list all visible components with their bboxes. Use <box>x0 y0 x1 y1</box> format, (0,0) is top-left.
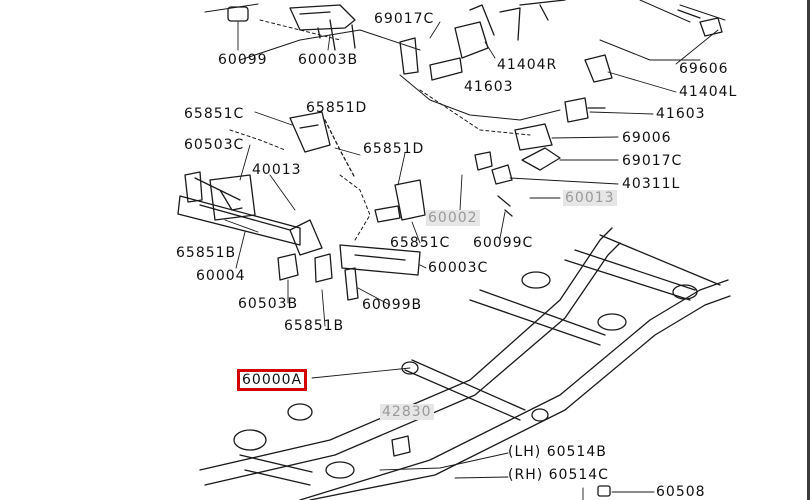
label-65851b-a[interactable]: 65851B <box>176 245 237 261</box>
frame-right-rail <box>299 279 729 500</box>
label-41603-right[interactable]: 41603 <box>656 106 706 122</box>
right-edge-border <box>807 0 810 500</box>
part-69017c-right-shape <box>521 147 561 171</box>
part-60503c-shape <box>194 177 243 211</box>
label-40311l[interactable]: 40311L <box>622 176 681 192</box>
part-65851c-a-shape <box>289 111 331 153</box>
part-60508-shape <box>597 485 611 497</box>
frame-crossmember-mid <box>404 359 526 421</box>
label-60013[interactable]: 60013 <box>563 190 617 206</box>
label-41404r[interactable]: 41404R <box>497 57 558 73</box>
label-69006[interactable]: 69006 <box>622 130 672 146</box>
part-41603-right-shape <box>564 97 606 123</box>
part-69006-shape <box>514 123 553 151</box>
label-60000a-highlighted[interactable]: 60000A <box>237 369 308 391</box>
part-65851d-a-shape <box>324 119 356 179</box>
frame-crossmember-rear <box>239 454 313 486</box>
label-60503b[interactable]: 60503B <box>238 296 299 312</box>
label-60503c[interactable]: 60503C <box>184 137 245 153</box>
label-41603-top[interactable]: 41603 <box>464 79 514 95</box>
part-41404l-shape <box>584 54 613 83</box>
part-60503b-shape <box>277 253 299 281</box>
part-60003c-shape <box>339 244 421 276</box>
label-69017c-right[interactable]: 69017C <box>622 153 683 169</box>
label-60099c[interactable]: 60099C <box>473 235 534 251</box>
label-69017c-top[interactable]: 69017C <box>374 11 435 27</box>
body-floor-outline <box>204 0 726 121</box>
label-41404l[interactable]: 41404L <box>679 84 738 100</box>
label-60003b[interactable]: 60003B <box>298 52 359 68</box>
label-60514c[interactable]: (RH) 60514C <box>508 467 609 483</box>
label-40013[interactable]: 40013 <box>252 162 302 178</box>
label-65851d-a[interactable]: 65851D <box>306 100 368 116</box>
part-60099b-shape <box>344 267 359 301</box>
part-69606-shape <box>677 9 723 37</box>
label-42830[interactable]: 42830 <box>380 404 434 420</box>
label-60004[interactable]: 60004 <box>196 268 246 284</box>
crossmember-60004-shape <box>177 195 301 246</box>
label-60508[interactable]: 60508 <box>656 484 706 500</box>
label-65851c-a[interactable]: 65851C <box>184 106 245 122</box>
label-65851c-b[interactable]: 65851C <box>390 235 451 251</box>
part-60099-top-shape <box>227 6 249 22</box>
frame-crossmember-center <box>469 289 606 346</box>
part-42830-shape <box>391 435 411 457</box>
label-60514b[interactable]: (LH) 60514B <box>508 444 607 460</box>
part-60003b-top-shape <box>289 4 356 39</box>
label-65851d-b[interactable]: 65851D <box>363 141 425 157</box>
frame-crossmember-front <box>564 234 721 301</box>
part-65851d-b-shape <box>374 179 426 223</box>
part-41404r-shape <box>454 4 521 59</box>
label-65851b-b[interactable]: 65851B <box>284 318 345 334</box>
label-60002[interactable]: 60002 <box>426 210 480 226</box>
part-40311l-shape <box>491 164 513 185</box>
frame-left-rail <box>199 227 613 471</box>
label-60099-top[interactable]: 60099 <box>218 52 268 68</box>
label-60003c[interactable]: 60003C <box>428 260 489 276</box>
label-69606[interactable]: 69606 <box>679 61 729 77</box>
part-69017c-top-shape <box>399 37 463 81</box>
label-60099b[interactable]: 60099B <box>362 297 423 313</box>
